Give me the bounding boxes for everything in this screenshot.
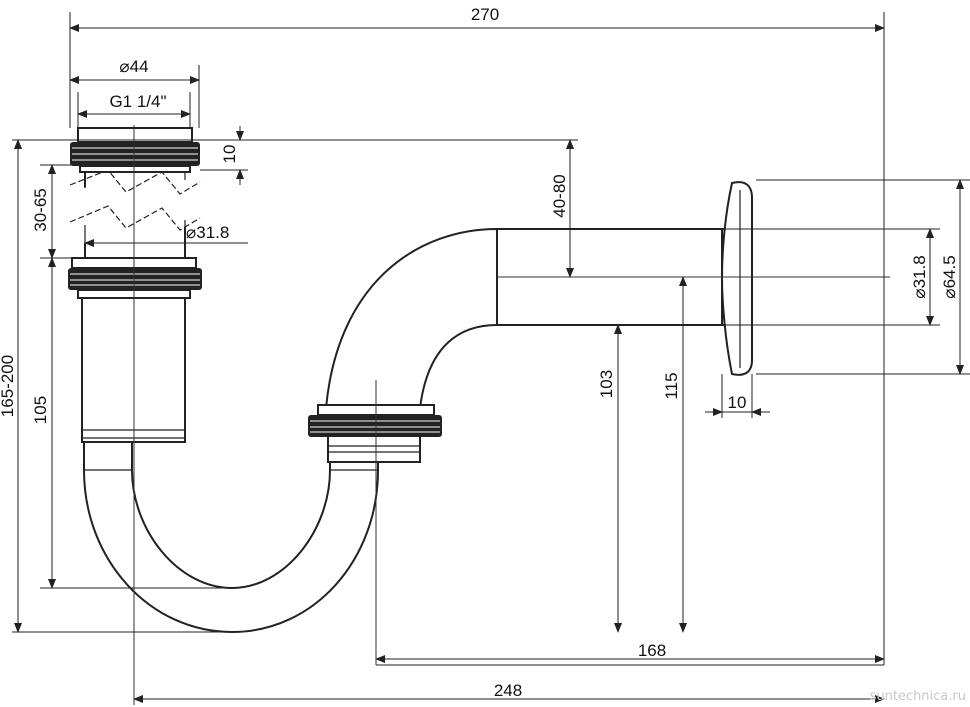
dimension-lines [14,24,964,703]
diameter-symbol: ⌀ [119,57,129,76]
siphon-body [68,127,753,634]
label-flange-thickness: 10 [728,393,747,412]
label-nut-height: 10 [220,145,239,164]
label-inlet-diameter: ⌀44 [119,57,148,76]
left-union-nut [68,257,202,299]
outlet-pipe-diameter-value: 31.8 [910,255,929,288]
label-left-pipe-diameter: ⌀31.8 [186,223,229,242]
label-inlet-thread: G1 1/4" [109,92,166,111]
label-extension-range: 30-65 [31,188,50,231]
label-total-height: 165-200 [0,355,17,417]
flange-diameter-value: 64.5 [940,255,959,288]
label-trap-depth: 105 [31,396,50,424]
break-line-bottom [69,205,201,231]
label-outlet-length: 168 [638,641,666,660]
dimension-labels: 270 ⌀44 G1 1/4" 10 30-65 ⌀31.8 165-200 1… [0,5,966,704]
label-total-length: 248 [494,681,522,700]
center-axes [133,125,890,705]
label-outlet-height-range: 40-80 [550,174,569,217]
upper-bend [324,227,498,409]
label-height-103: 103 [597,370,616,398]
right-union-nut [308,404,442,437]
label-flange-diameter: ⌀64.5 [940,255,959,298]
watermark: suntechnica.ru [870,689,966,704]
extension-lines [12,12,970,666]
inlet-diameter-value: 44 [130,57,149,76]
diameter-symbol: ⌀ [186,223,196,242]
diameter-symbol: ⌀ [910,288,929,298]
wall-flange [720,181,753,376]
top-nut [70,127,200,173]
left-pipe-diameter-value: 31.8 [196,223,229,242]
label-overall-width: 270 [471,5,499,24]
label-outlet-pipe-diameter: ⌀31.8 [910,255,929,298]
label-height-115: 115 [662,372,681,399]
diameter-symbol: ⌀ [940,288,959,298]
